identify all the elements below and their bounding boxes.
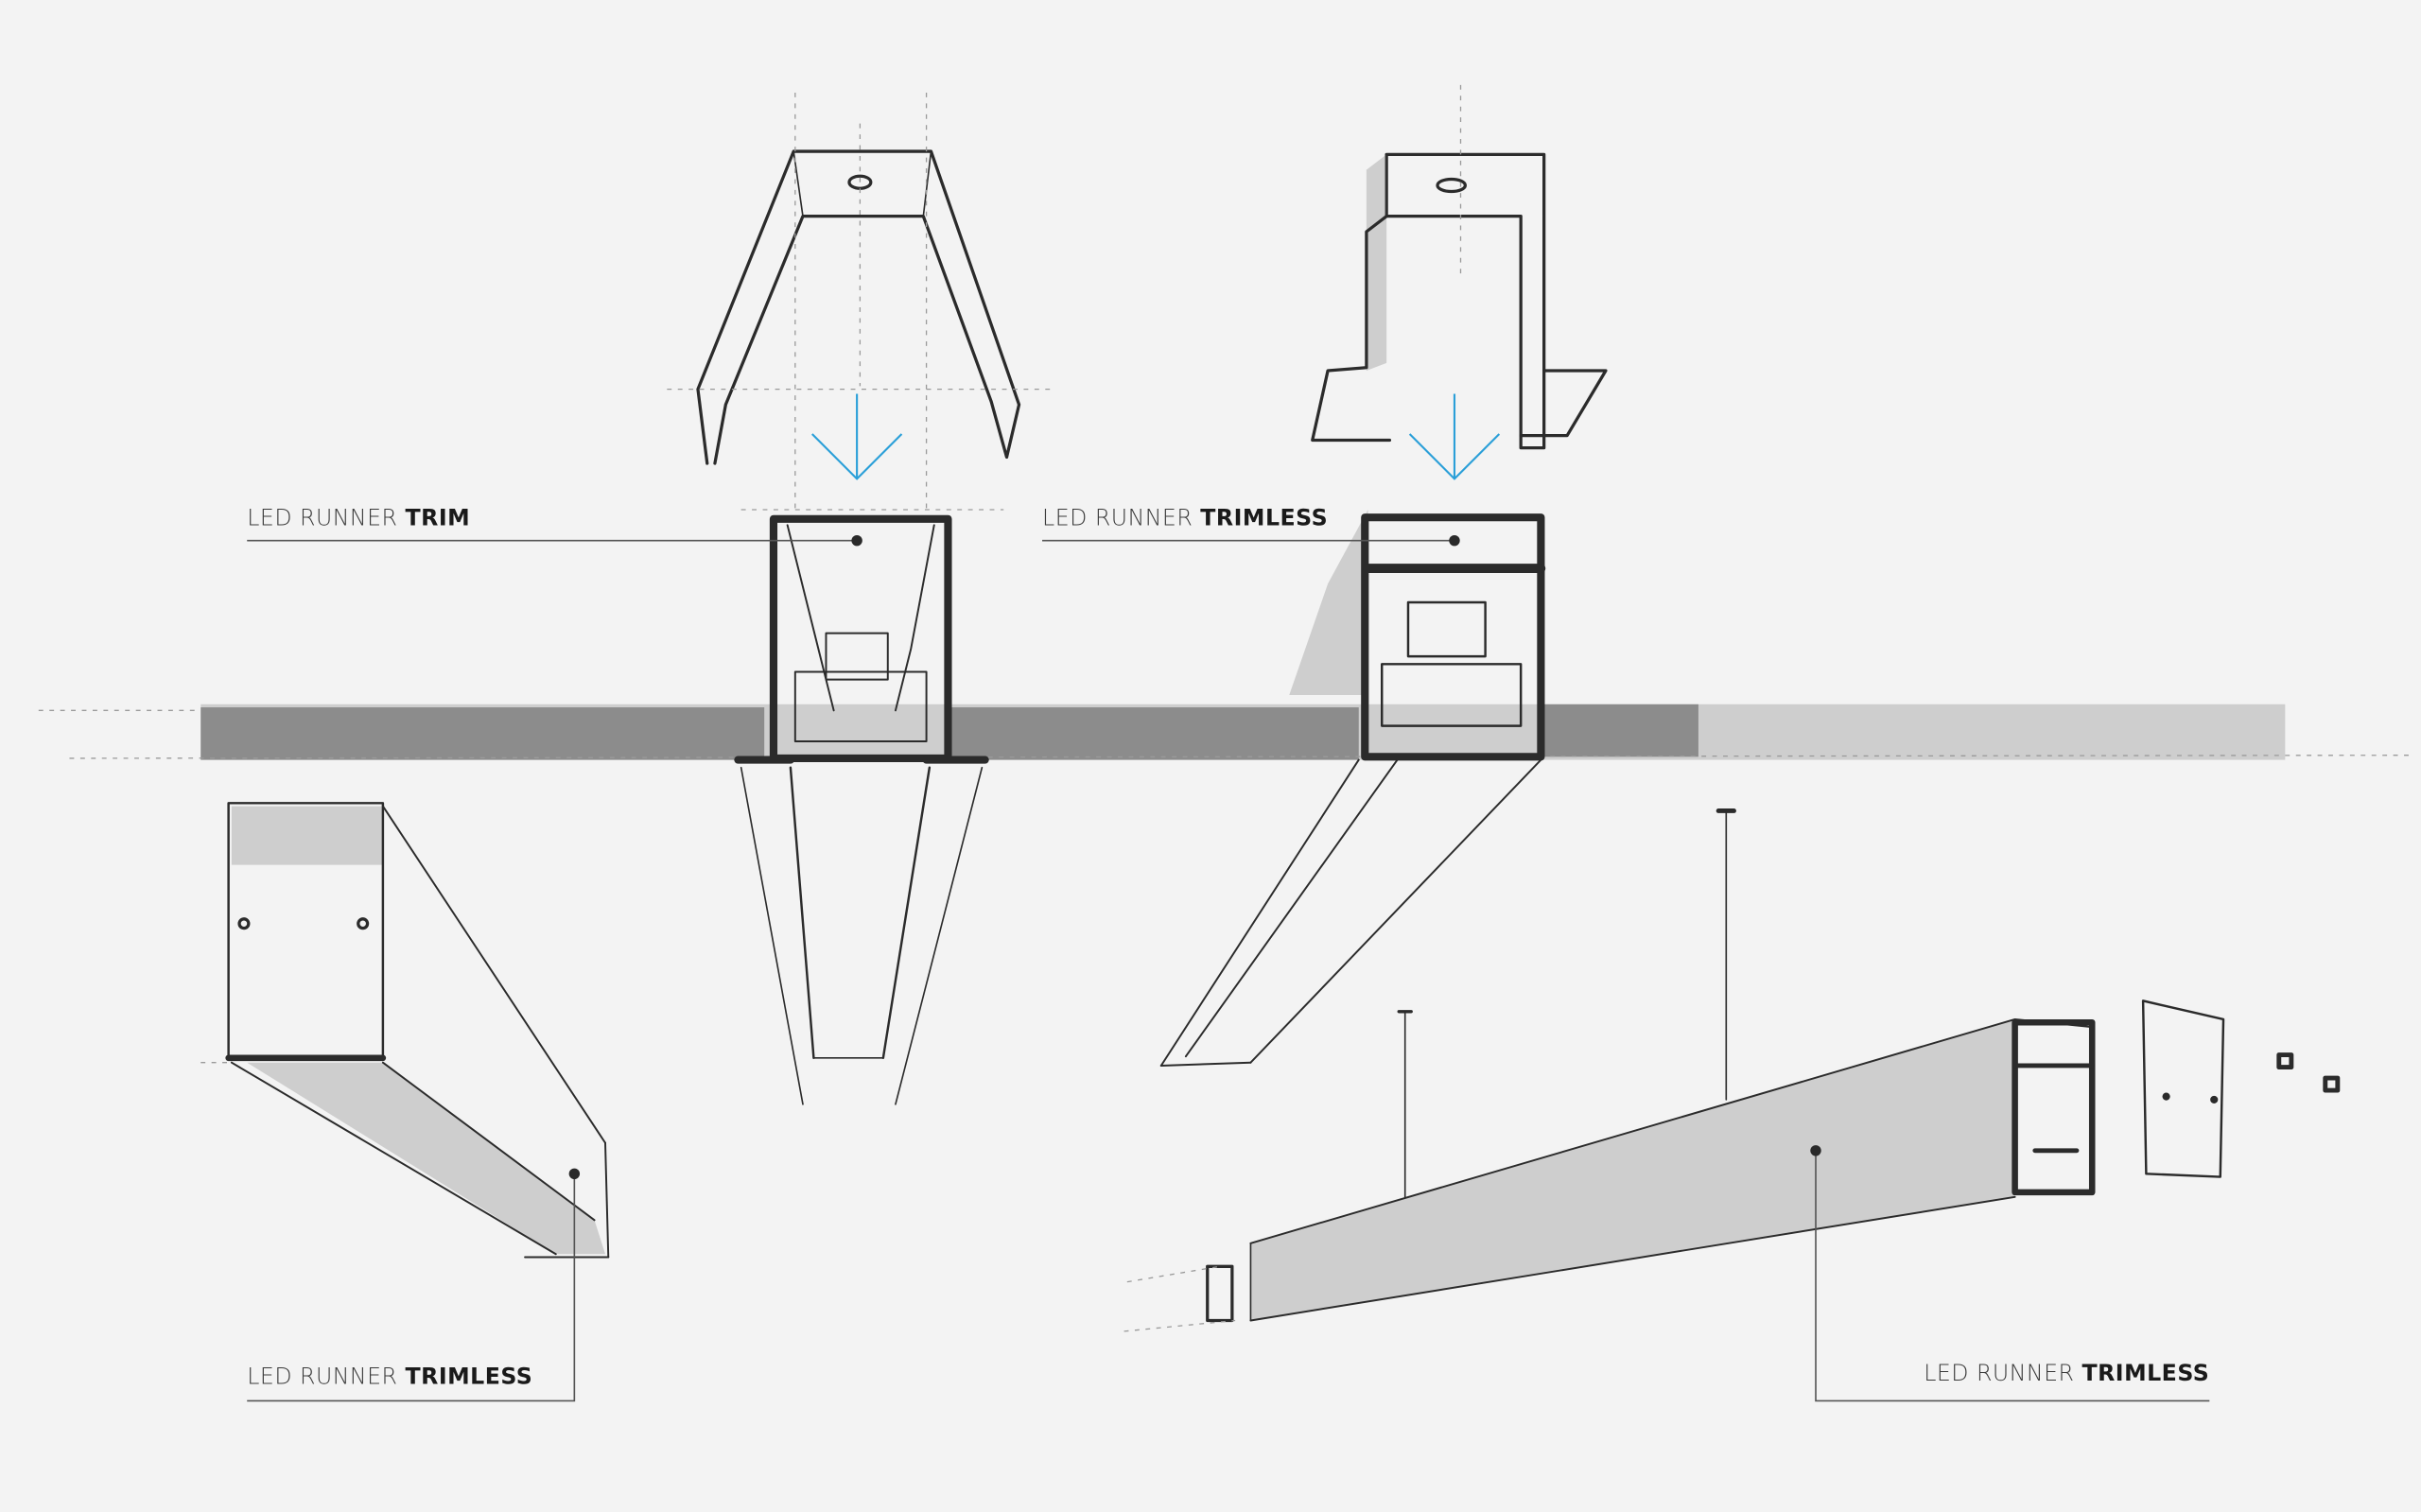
callout-trim: LED RUNNER TRIM — [247, 504, 862, 547]
svg-text:LED RUNNER TRIMLESS: LED RUNNER TRIMLESS — [247, 1363, 532, 1389]
label-bold: TRIMLESS — [406, 1363, 533, 1389]
trim-profile-sketch — [734, 509, 1004, 1105]
trim-mounting-clip-sketch — [667, 92, 1051, 510]
trimless-profile-sketch — [1159, 509, 1546, 1067]
down-arrow-icon — [811, 393, 903, 480]
trimless-mounting-clip-sketch — [1311, 84, 1608, 450]
label-bold: TRIM — [406, 504, 471, 530]
label-bold: TRIMLESS — [1200, 504, 1328, 530]
callout-trimless-bottom-right: LED RUNNER TRIMLESS — [1810, 1145, 2210, 1402]
svg-text:LED RUNNER TRIMLESS: LED RUNNER TRIMLESS — [1924, 1360, 2209, 1386]
label-prefix: LED RUNNER — [1042, 504, 1200, 530]
callout-trimless-top: LED RUNNER TRIMLESS — [1042, 504, 1460, 547]
callout-trimless-bottom-left: LED RUNNER TRIMLESS — [247, 1168, 581, 1402]
trimless-suspended-profile-sketch — [1123, 808, 2341, 1332]
label-prefix: LED RUNNER — [247, 504, 405, 530]
down-arrow-icon — [1408, 393, 1501, 480]
ceiling-band — [38, 704, 2409, 760]
trimless-surface-profile-sketch — [200, 802, 610, 1259]
svg-text:LED RUNNER TRIM: LED RUNNER TRIM — [247, 504, 470, 530]
svg-text:LED RUNNER TRIMLESS: LED RUNNER TRIMLESS — [1042, 504, 1328, 530]
label-bold: TRIMLESS — [2081, 1360, 2209, 1386]
label-prefix: LED RUNNER — [247, 1363, 405, 1389]
label-prefix: LED RUNNER — [1924, 1360, 2081, 1386]
